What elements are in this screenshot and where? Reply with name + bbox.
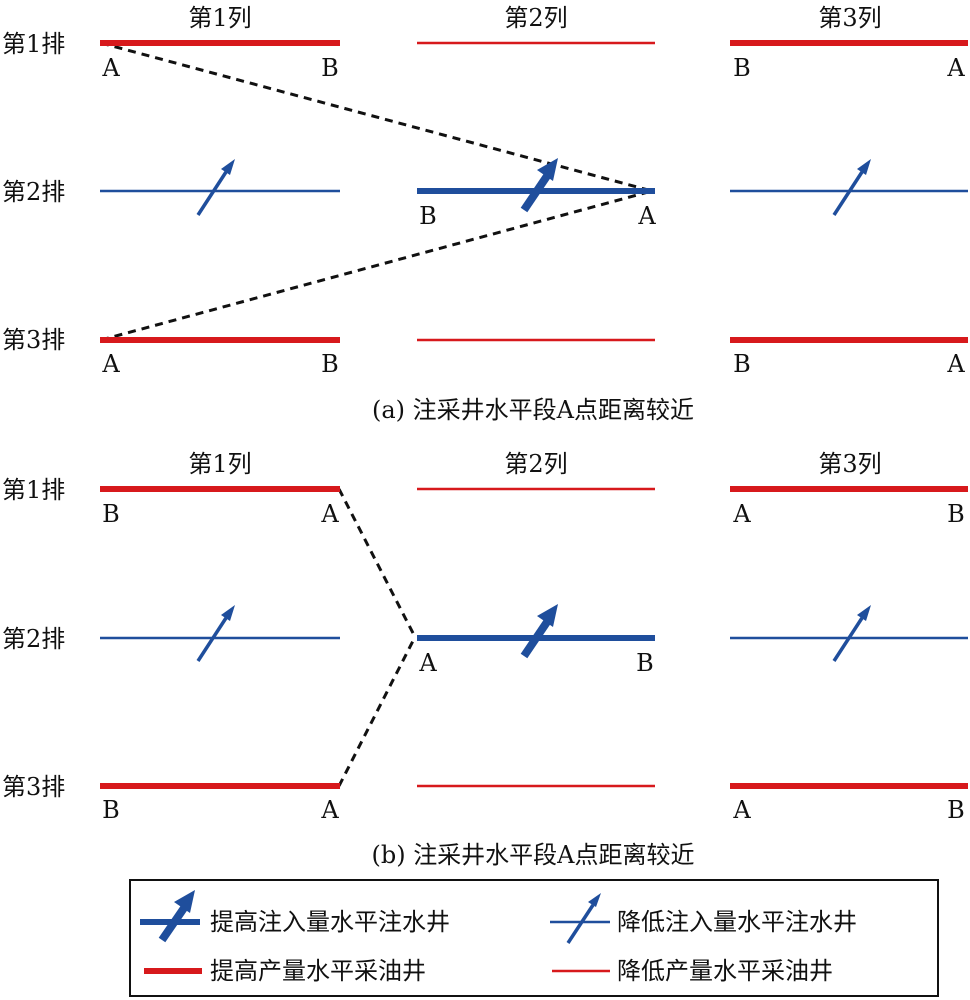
arrow-thick-icon — [520, 158, 558, 213]
panel-b: 第1列 第2列 第3列 第1排 第2排 第3排 B A A B A B — [2, 450, 968, 869]
well-end-label: B — [733, 350, 751, 378]
arrow-thin-icon — [196, 605, 235, 662]
well-end-label: B — [733, 54, 751, 82]
well-end-label: B — [636, 649, 654, 677]
well-end-label: A — [101, 54, 120, 82]
well-end-label: B — [947, 500, 965, 528]
well-end-label: A — [732, 796, 751, 824]
legend: 提高注入量水平注水井 降低注入量水平注水井 提高产量水平采油井 降低产量水平采油… — [129, 879, 939, 997]
well-end-label: A — [732, 500, 751, 528]
well-end-label: B — [102, 796, 120, 824]
row-label-1: 第1排 — [2, 476, 65, 504]
connector-line — [337, 636, 417, 787]
well-end-label: A — [101, 350, 120, 378]
column-header-3: 第3列 — [818, 450, 881, 478]
arrow-thin-icon — [832, 159, 871, 216]
legend-label: 提高产量水平采油井 — [210, 957, 426, 985]
arrow-thin-icon — [566, 893, 601, 944]
well-end-label: B — [102, 500, 120, 528]
arrow-thin-icon — [832, 605, 871, 662]
legend-label: 降低注入量水平注水井 — [617, 908, 857, 936]
arrow-thick-icon — [520, 604, 558, 659]
well-end-label: B — [947, 796, 965, 824]
arrow-thin-icon — [196, 159, 235, 216]
well-end-label: A — [637, 202, 656, 230]
connector-line — [100, 41, 653, 193]
well-end-label: B — [419, 202, 437, 230]
panel-caption-a: (a) 注采井水平段A点距离较近 — [372, 396, 694, 424]
legend-item-producer-increased: 提高产量水平采油井 — [144, 957, 426, 985]
column-header-1: 第1列 — [188, 450, 251, 478]
column-header-3: 第3列 — [818, 4, 881, 32]
well-end-label: A — [946, 54, 965, 82]
connector-line — [337, 488, 417, 638]
well-end-label: B — [321, 350, 339, 378]
row-label-2: 第2排 — [2, 178, 65, 206]
column-header-2: 第2列 — [504, 450, 567, 478]
panel-caption-b: (b) 注采井水平段A点距离较近 — [371, 841, 694, 869]
legend-label: 提高注入量水平注水井 — [210, 908, 450, 936]
well-end-label: A — [418, 649, 437, 677]
legend-label: 降低产量水平采油井 — [617, 957, 833, 985]
connector-line — [100, 189, 653, 342]
well-end-label: B — [321, 54, 339, 82]
row-label-3: 第3排 — [2, 773, 65, 801]
column-header-1: 第1列 — [188, 4, 251, 32]
well-end-label: A — [320, 796, 339, 824]
panel-a: 第1列 第2列 第3列 第1排 第2排 第3排 A B B A B A — [2, 4, 968, 424]
legend-item-producer-reduced: 降低产量水平采油井 — [552, 957, 833, 985]
well-end-label: A — [946, 350, 965, 378]
legend-item-injector-reduced: 降低注入量水平注水井 — [550, 893, 857, 944]
row-label-3: 第3排 — [2, 326, 65, 354]
row-label-1: 第1排 — [2, 30, 65, 58]
legend-item-injector-increased: 提高注入量水平注水井 — [140, 890, 450, 943]
row-label-2: 第2排 — [2, 625, 65, 653]
legend-box — [129, 879, 939, 997]
arrow-thick-icon — [158, 890, 195, 943]
column-header-2: 第2列 — [504, 4, 567, 32]
well-end-label: A — [320, 500, 339, 528]
